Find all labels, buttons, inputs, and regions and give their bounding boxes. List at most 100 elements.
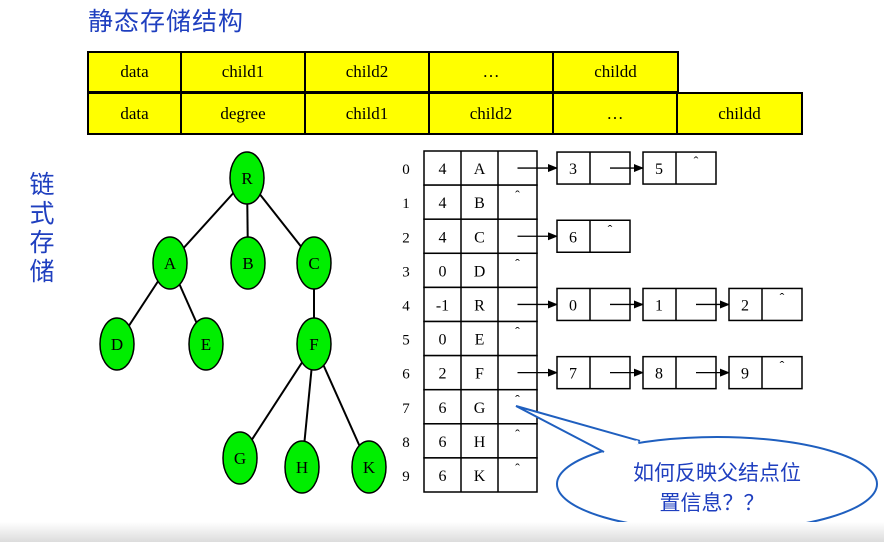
callout-text-line1: 如何反映父结点位 <box>633 461 801 485</box>
array-data: B <box>474 195 485 212</box>
static-cell: … <box>554 94 678 133</box>
array-degree: 4 <box>439 229 447 246</box>
array-degree: -1 <box>436 297 449 314</box>
array-degree: 0 <box>439 263 447 280</box>
slide-bottom-bar <box>0 522 884 542</box>
array-row <box>423 457 538 493</box>
array-index: 2 <box>402 230 410 246</box>
tree-node-label: C <box>308 254 319 273</box>
tree-node-f <box>296 317 332 371</box>
tree-node-label: G <box>234 449 246 468</box>
tree-node-g <box>222 431 258 485</box>
side-label-char: 链 <box>29 170 55 199</box>
array-data: R <box>474 297 485 314</box>
static-cell: … <box>430 53 554 91</box>
array-index: 8 <box>402 435 410 451</box>
callout-tail <box>515 405 641 453</box>
array-data: E <box>475 332 485 349</box>
tree-node-label: H <box>296 458 308 477</box>
array-index: 0 <box>402 162 410 178</box>
static-cell: child1 <box>306 94 430 133</box>
array-data: D <box>474 263 486 280</box>
array-row <box>423 252 538 289</box>
child-index: 9 <box>741 366 749 383</box>
child-index: 5 <box>655 161 663 178</box>
array-index: 4 <box>402 298 410 314</box>
static-cell: childd <box>594 62 637 81</box>
array-row <box>423 320 538 357</box>
child-index: 1 <box>655 297 663 314</box>
static-cell: child2 <box>306 53 430 91</box>
array-index: 3 <box>402 264 410 280</box>
static-cell: child2 <box>430 94 554 133</box>
null-pointer: ˆ <box>515 326 520 341</box>
array-row <box>423 423 538 459</box>
child-node <box>728 287 803 322</box>
tree-node-r <box>229 151 265 205</box>
array-degree: 6 <box>439 468 447 485</box>
tree-node-label: D <box>111 335 123 354</box>
callout-tail-mask <box>605 440 639 454</box>
null-pointer: ˆ <box>515 257 520 272</box>
null-pointer: ˆ <box>515 189 520 204</box>
child-index: 7 <box>569 366 577 383</box>
array-data: C <box>474 229 485 246</box>
null-pointer: ˆ <box>515 462 520 477</box>
array-index: 6 <box>402 367 410 383</box>
array-row <box>423 184 538 220</box>
tree-node-label: B <box>242 254 253 273</box>
array-index: 9 <box>402 469 410 485</box>
static-cell: data <box>89 94 182 133</box>
tree-node-label: F <box>309 335 318 354</box>
null-pointer: ˆ <box>780 360 785 375</box>
array-degree: 0 <box>439 332 447 349</box>
tree-node-c <box>296 236 332 290</box>
child-index: 0 <box>569 297 577 314</box>
array-degree: 4 <box>439 161 447 178</box>
array-data: H <box>474 434 486 451</box>
child-node <box>728 355 803 390</box>
array-degree: 2 <box>439 366 447 383</box>
tree-node-label: E <box>201 335 211 354</box>
tree-node-b <box>230 236 266 290</box>
child-index: 8 <box>655 366 663 383</box>
null-pointer: ˆ <box>608 223 613 238</box>
static-cell: data <box>89 53 182 91</box>
null-pointer: ˆ <box>515 394 520 409</box>
child-node <box>642 151 717 185</box>
tree-node-label: K <box>363 458 376 477</box>
static-cell: childd <box>718 103 761 123</box>
tree-node-h <box>284 440 320 494</box>
static-cell: child1 <box>182 53 306 91</box>
array-degree: 4 <box>439 195 447 212</box>
null-pointer: ˆ <box>780 291 785 306</box>
array-data: K <box>474 468 486 485</box>
tree-node-a <box>152 236 188 290</box>
array-degree: 6 <box>439 434 447 451</box>
tree-node-e <box>188 317 224 371</box>
side-label-char: 式 <box>29 199 55 228</box>
null-pointer: ˆ <box>515 428 520 443</box>
side-label-char: 储 <box>29 257 55 286</box>
tree-node-label: R <box>241 169 253 188</box>
tree-node-d <box>99 317 135 371</box>
child-index: 2 <box>741 297 749 314</box>
child-index: 6 <box>569 229 577 246</box>
side-label-char: 存 <box>29 228 55 257</box>
tree-node-label: A <box>164 254 177 273</box>
array-index: 5 <box>402 333 410 349</box>
null-pointer: ˆ <box>694 155 699 170</box>
page-title: 静态存储结构 <box>88 7 245 36</box>
static-row-2: data degree child1 child2 … childd <box>87 92 803 135</box>
side-label: 链 式 存 储 <box>22 170 62 286</box>
static-row-1: data child1 child2 … childd <box>87 51 679 93</box>
callout-text-line2: 置信息？？ <box>660 491 765 515</box>
array-degree: 6 <box>439 400 447 417</box>
static-cell: degree <box>182 94 306 133</box>
child-index: 3 <box>569 161 577 178</box>
array-index: 7 <box>402 401 410 417</box>
array-index: 1 <box>402 196 410 212</box>
array-data: G <box>474 400 486 417</box>
array-data: F <box>475 366 484 383</box>
